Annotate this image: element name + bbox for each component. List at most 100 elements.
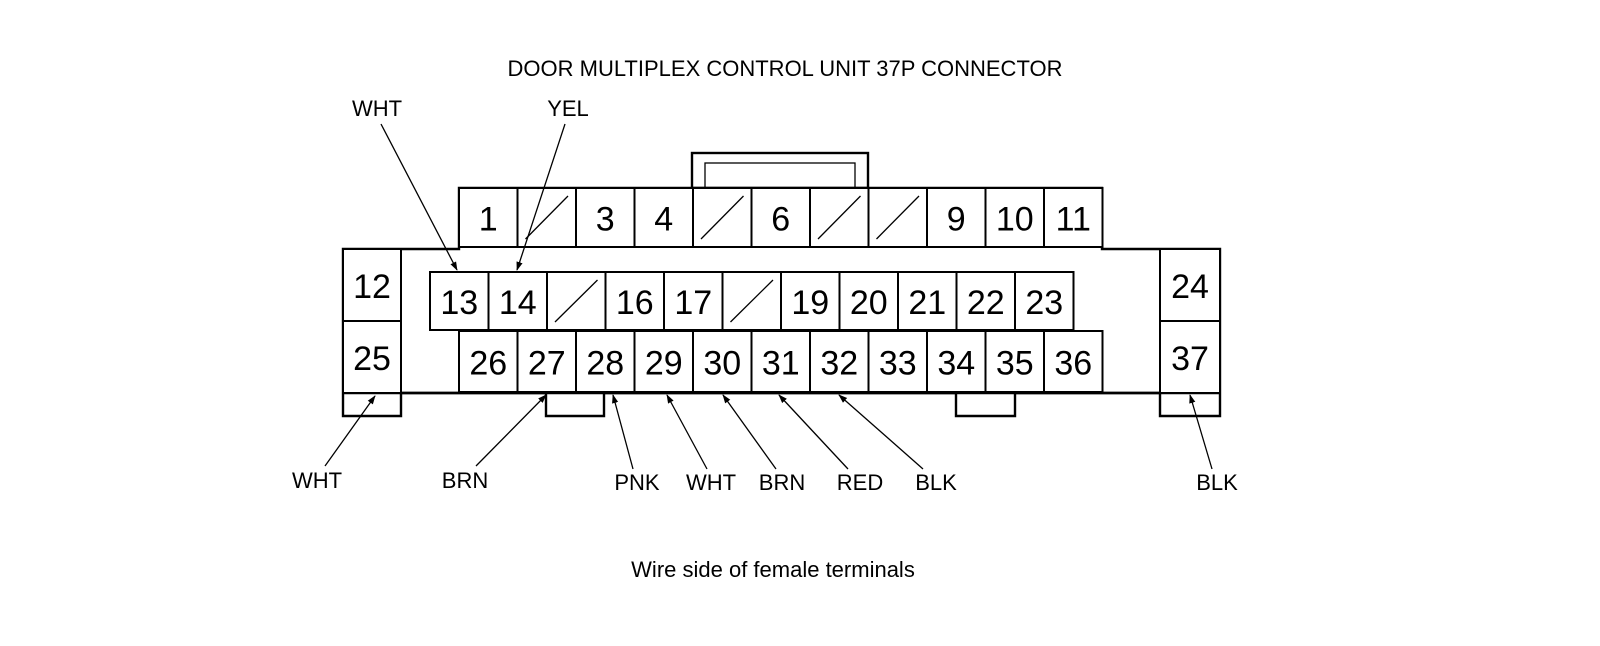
terminal-cavity: 10 [984, 187, 1045, 248]
terminal-number: 27 [528, 345, 566, 383]
leader-arrow [516, 123, 566, 271]
wire-label-27: BRN [442, 394, 547, 493]
terminal-cavity: 36 [1043, 330, 1104, 393]
terminal-number: 37 [1171, 340, 1209, 378]
terminal-cavity: 24 [1159, 248, 1221, 322]
terminal-cavity: 37 [1159, 320, 1221, 394]
terminal-number: 29 [645, 345, 683, 383]
wire-label-30: BRN [722, 394, 805, 495]
terminal-cavity: 27 [516, 330, 577, 393]
wire-label-29: WHT [666, 394, 736, 495]
terminal-cavity: 31 [750, 330, 811, 393]
terminal-cavity: 19 [780, 271, 841, 331]
leader-arrow [612, 394, 634, 470]
wire-color-label: BRN [442, 468, 488, 493]
diagram-caption: Wire side of female terminals [631, 557, 915, 582]
terminal-number: 36 [1054, 345, 1092, 383]
terminal-cavity: 9 [926, 187, 987, 248]
terminal-cavity: 17 [663, 271, 724, 331]
terminal-cavity [692, 187, 753, 248]
terminal-cavity: 28 [575, 330, 636, 393]
terminal-number: 10 [996, 201, 1034, 239]
terminal-cavity: 21 [897, 271, 958, 331]
terminal-number: 19 [791, 284, 829, 322]
terminal-cavity: 12 [342, 248, 402, 322]
terminal-cavity: 11 [1043, 187, 1104, 248]
wire-leaders: WHT YEL WHT BRN PNK WHT BRN RED BLK BLK [292, 96, 1238, 495]
terminal-cavity: 34 [926, 330, 987, 393]
terminal-cavity: 20 [838, 271, 899, 331]
wire-color-label: PNK [614, 470, 660, 495]
terminal-cavity [516, 187, 577, 248]
terminal-number: 23 [1025, 284, 1063, 322]
terminal-number: 26 [469, 345, 507, 383]
terminal-number: 4 [654, 201, 673, 239]
terminal-cavity: 25 [342, 320, 402, 394]
terminal-number: 24 [1171, 268, 1209, 306]
wire-label-25: WHT [292, 395, 376, 493]
leader-arrow [666, 394, 708, 470]
wire-color-label: WHT [292, 468, 342, 493]
terminal-number: 30 [703, 345, 741, 383]
latch-inner-slot [704, 162, 856, 189]
wire-label-31: RED [778, 394, 883, 495]
terminal-number: 22 [967, 284, 1005, 322]
wire-color-label: WHT [686, 470, 736, 495]
wire-label-37: BLK [1189, 394, 1238, 495]
unused-cavity-mark [817, 195, 861, 240]
terminal-number: 13 [440, 284, 478, 322]
terminal-number: 35 [996, 345, 1034, 383]
unused-cavity-mark [700, 195, 744, 240]
terminal-number: 32 [820, 345, 858, 383]
leader-arrow [475, 394, 547, 467]
terminal-number: 1 [479, 201, 498, 239]
terminal-number: 12 [353, 268, 391, 306]
unused-cavity-mark [554, 279, 598, 323]
locking-latch [690, 151, 870, 190]
terminal-number: 31 [762, 345, 800, 383]
terminal-number: 16 [616, 284, 654, 322]
unused-cavity-mark [730, 279, 774, 323]
diagram-title: DOOR MULTIPLEX CONTROL UNIT 37P CONNECTO… [508, 56, 1063, 81]
wire-color-label: RED [837, 470, 883, 495]
terminal-number: 9 [947, 201, 966, 239]
terminal-cavity: 1 [458, 187, 519, 248]
unused-cavity-mark [876, 195, 920, 240]
terminal-number: 17 [674, 284, 712, 322]
terminal-cavity: 29 [633, 330, 694, 393]
terminal-number: 14 [499, 284, 537, 322]
terminal-number: 3 [596, 201, 615, 239]
unused-cavity-mark [525, 195, 569, 240]
terminal-cavity: 6 [750, 187, 811, 248]
leader-arrow [380, 123, 458, 271]
wire-color-label: BLK [1196, 470, 1238, 495]
wire-label-28: PNK [612, 394, 660, 495]
terminal-number: 11 [1056, 201, 1091, 239]
terminal-cavity: 4 [633, 187, 694, 248]
wire-label-32: BLK [838, 394, 957, 495]
terminal-number: 28 [586, 345, 624, 383]
terminal-cavity: 26 [458, 330, 519, 393]
leader-arrow [778, 394, 849, 470]
wire-color-label: YEL [547, 96, 589, 121]
terminal-cavity: 16 [604, 271, 665, 331]
terminal-cavity: 3 [575, 187, 636, 248]
terminal-cavity: 33 [867, 330, 928, 393]
wire-label-14: YEL [516, 96, 589, 271]
terminal-number: 34 [937, 345, 975, 383]
wire-label-13: WHT [352, 96, 458, 271]
wire-color-label: BLK [915, 470, 957, 495]
leader-arrow [722, 394, 777, 470]
terminal-number: 33 [879, 345, 917, 383]
terminal-cavity [867, 187, 928, 248]
leader-arrow [838, 394, 924, 470]
terminal-cavity [809, 187, 870, 248]
terminal-number: 21 [908, 284, 946, 322]
leader-arrow [1189, 394, 1213, 470]
terminal-number: 6 [771, 201, 790, 239]
terminal-cavity: 32 [809, 330, 870, 393]
terminal-cavity: 35 [984, 330, 1045, 393]
wire-color-label: BRN [759, 470, 805, 495]
